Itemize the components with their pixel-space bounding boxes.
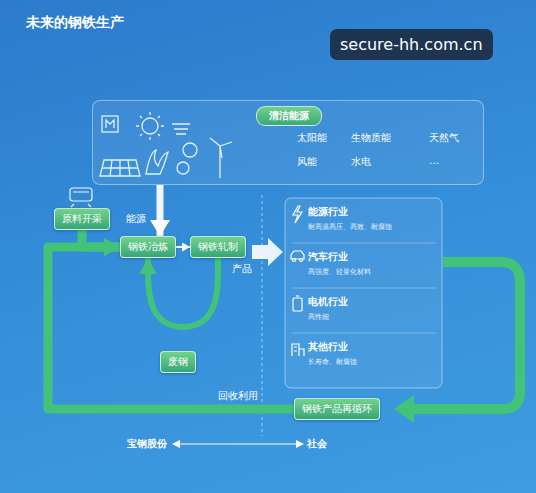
process-box: 钢铁冶炼 [120,236,176,258]
energy-name: 天然气 [429,131,459,145]
panel-separators [292,243,436,333]
flow-connector [148,258,218,327]
product-arrow [252,238,283,266]
energy-name: 太阳能 [297,131,327,145]
industry-item: 汽车行业高强度、轻量化材料 [308,251,371,277]
process-box: 废钢 [160,351,196,373]
box-label: 钢铁冶炼 [128,240,168,254]
flow-connector [48,247,294,409]
industry-item: 电机行业高性能 [308,296,348,322]
diagram-title: 未来的钢铁生产 [26,14,124,32]
box-label: 钢铁产品再循环 [302,402,372,416]
box-label: 原料开采 [62,212,102,226]
industry-heading: 其他行业 [308,341,357,354]
divider-line [262,195,263,436]
industry-panel [285,198,442,388]
industry-heading: 能源行业 [308,206,392,219]
energy-name: 水电 [351,155,371,169]
box-label: 废钢 [168,355,188,369]
industry-heading: 汽车行业 [308,251,371,264]
arrowhead [296,440,304,448]
process-box: 钢铁产品再循环 [294,398,380,420]
flow-connector [157,185,164,236]
process-box: 钢铁轧制 [190,236,246,258]
box-label: 钢铁轧制 [198,240,238,254]
arrowhead [172,440,180,448]
energy-panel: 清洁能源太阳能 生物质能 天然气风能 水电 … [92,100,484,185]
energy-name: … [429,155,439,166]
watermark: secure-hh.com.cn [330,29,493,60]
industry-item: 其他行业长寿命、耐腐蚀 [308,341,357,367]
flow-label: 产品 [232,262,252,276]
industry-detail: 高性能 [308,312,348,322]
panel-heading: 清洁能源 [256,106,322,126]
train-icon [70,188,92,207]
edge-label: 回收利用 [218,389,258,403]
boundary-arrow [178,443,300,444]
boundary-label: 社会 [307,437,327,451]
industry-detail: 长寿命、耐腐蚀 [308,357,357,367]
industry-item: 能源行业耐高温高压、高效、耐腐蚀 [308,206,392,232]
industry-detail: 耐高温高压、高效、耐腐蚀 [308,222,392,232]
industry-detail: 高强度、轻量化材料 [308,267,371,277]
industry-icons [291,206,304,356]
return-arrowhead [394,395,414,423]
energy-name: 生物质能 [351,131,391,145]
energy-name: 风能 [297,155,317,169]
flow-connector [176,246,190,248]
process-box: 原料开采 [54,208,110,230]
return-band [412,262,520,409]
industry-heading: 电机行业 [308,296,348,309]
boundary-label: 宝钢股份 [127,437,167,451]
edge-label: 能源 [126,212,146,226]
